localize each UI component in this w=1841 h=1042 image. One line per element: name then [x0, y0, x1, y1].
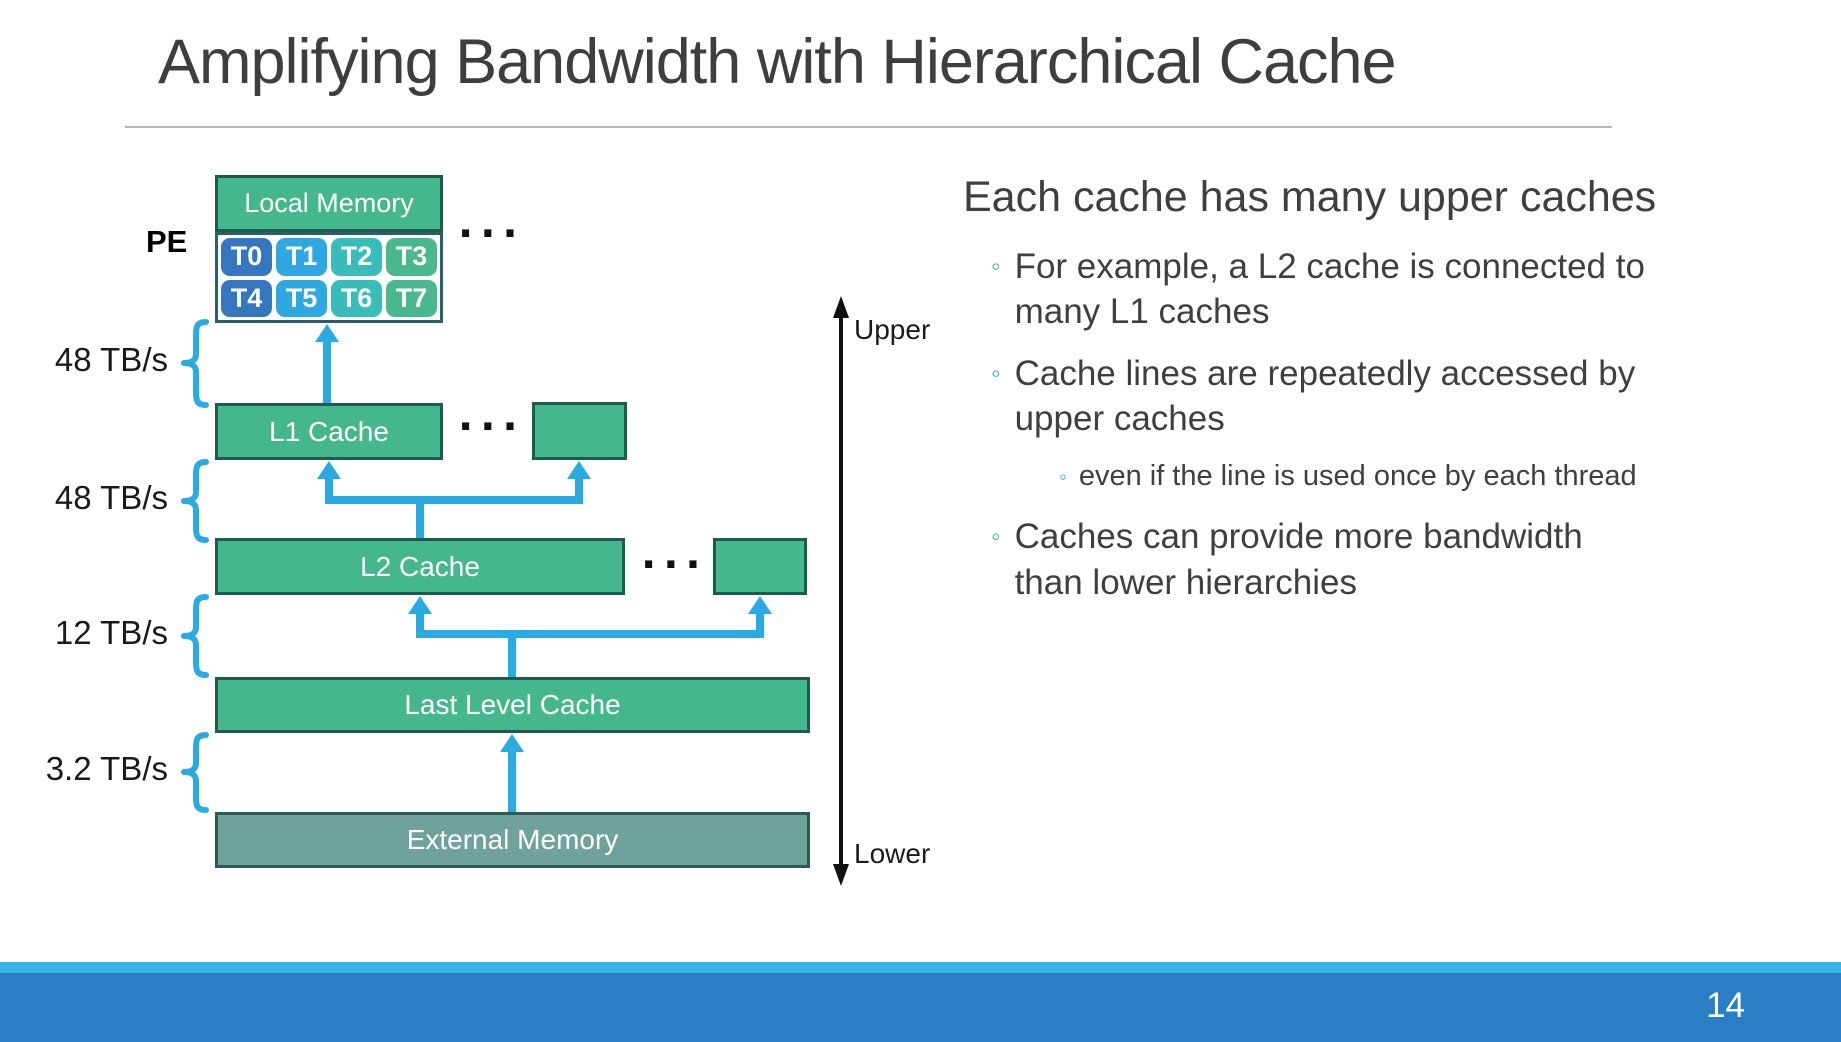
brace-1 — [181, 319, 209, 408]
thread-chip-t1: T1 — [276, 238, 327, 276]
page-number: 14 — [1706, 986, 1745, 1025]
axis-lower-label: Lower — [854, 838, 931, 869]
l2-ellipsis: ... — [641, 532, 708, 578]
title-divider — [125, 126, 1612, 128]
bandwidth-label-4: 3.2 TB/s — [45, 750, 168, 787]
bandwidth-label-1: 48 TB/s — [54, 341, 168, 378]
pe-label: PE — [146, 224, 188, 259]
external-memory-label: External Memory — [406, 824, 619, 855]
circle-bullet-icon: ◦ — [991, 357, 1001, 388]
local-memory-box: Local Memory — [215, 175, 443, 232]
footer-bar — [0, 973, 1841, 1042]
thread-chip-t0: T0 — [221, 238, 272, 276]
last-level-cache-box: Last Level Cache — [215, 677, 810, 733]
fork-llc-to-l2 — [408, 596, 772, 677]
bullet-item-3: ◦ Caches can provide more bandwidth than… — [963, 514, 1763, 605]
content-heading: Each cache has many upper caches — [963, 173, 1657, 221]
axis-upper-lower — [833, 296, 849, 886]
bullet-text: even if the line is used once by each th… — [1078, 459, 1637, 492]
bullet-item-1: ◦ For example, a L2 cache is connected t… — [963, 244, 1763, 335]
l2-cache-label: L2 Cache — [360, 550, 480, 582]
bullet-item-2a: ◦ even if the line is used once by each … — [963, 458, 1763, 497]
local-memory-label: Local Memory — [244, 188, 414, 218]
thread-chip-t4: T4 — [221, 279, 272, 317]
bandwidth-label-3: 12 TB/s — [54, 614, 168, 651]
page-title: Amplifying Bandwidth with Hierarchical C… — [158, 27, 1397, 97]
thread-grid: T0 T1 T2 T3 T4 T5 T6 T7 — [215, 232, 443, 323]
axis-upper-label: Upper — [854, 314, 931, 345]
diagram-connectors — [181, 296, 849, 886]
bullet-text: For example, a L2 cache is connected to … — [1014, 246, 1645, 332]
thread-chip-t6: T6 — [331, 279, 382, 317]
fork-l2-to-l1 — [317, 461, 591, 538]
l1-peer-box — [532, 402, 627, 460]
thread-chip-t5: T5 — [276, 279, 327, 317]
content-block: Each cache has many upper caches ◦ For e… — [963, 172, 1763, 621]
l2-peer-box — [713, 538, 807, 595]
arrow-l1-to-pe — [315, 324, 339, 403]
last-level-cache-label: Last Level Cache — [404, 689, 621, 720]
thread-chip-t2: T2 — [331, 238, 382, 276]
bullet-text: Caches can provide more bandwidth than l… — [1014, 517, 1583, 602]
circle-bullet-icon: ◦ — [991, 521, 1001, 552]
bandwidth-label-2: 48 TB/s — [54, 479, 168, 516]
footer-accent-stripe — [0, 962, 1841, 973]
bandwidth-braces — [181, 319, 209, 813]
external-memory-box: External Memory — [215, 812, 810, 868]
thread-chip-t7: T7 — [386, 279, 437, 317]
brace-4 — [181, 732, 209, 813]
bullet-text: Cache lines are repeatedly accessed by u… — [1014, 353, 1636, 439]
l1-ellipsis: ... — [458, 394, 525, 440]
brace-3 — [181, 594, 209, 678]
l1-cache-box: L1 Cache — [215, 403, 443, 460]
pe-ellipsis: ... — [458, 201, 525, 247]
arrow-em-to-llc — [500, 734, 524, 812]
brace-2 — [181, 459, 209, 543]
l2-cache-box: L2 Cache — [215, 538, 625, 595]
circle-bullet-icon: ◦ — [991, 250, 1001, 281]
l1-cache-label: L1 Cache — [269, 415, 389, 447]
circle-bullet-icon: ◦ — [1059, 463, 1067, 489]
bullet-item-2: ◦ Cache lines are repeatedly accessed by… — [963, 351, 1763, 442]
thread-chip-t3: T3 — [386, 238, 437, 276]
